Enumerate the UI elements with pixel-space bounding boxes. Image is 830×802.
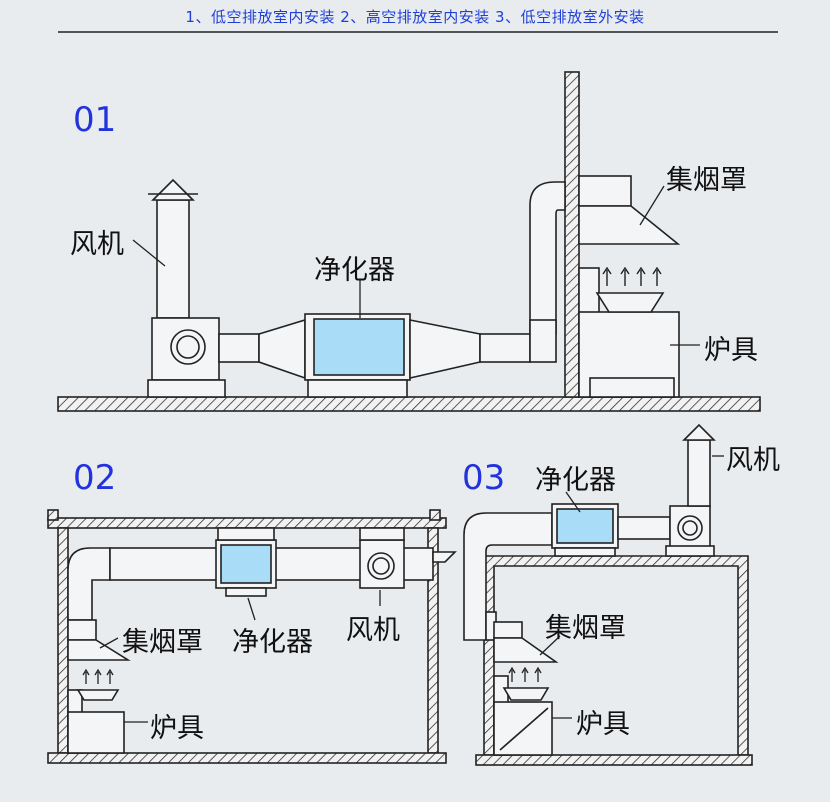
diagram-number-02: 02: [73, 458, 117, 498]
label-purifier-03: 净化器: [535, 465, 616, 496]
label-hood-03: 集烟罩: [545, 613, 626, 644]
fan-02: [359, 539, 405, 589]
hood-03: [493, 621, 523, 639]
diagram-02: [47, 509, 457, 764]
label-hood-01: 集烟罩: [666, 165, 747, 196]
diagram-number-01: 01: [73, 100, 117, 140]
diagram-03: [463, 423, 753, 766]
diagram-01: [57, 71, 761, 412]
label-fan-02: 风机: [346, 615, 400, 646]
wall-01: [564, 71, 580, 398]
fan-base-01: [147, 379, 226, 398]
label-purifier-01: 净化器: [314, 255, 395, 286]
floor-02: [47, 752, 447, 764]
fan-03: [669, 505, 711, 551]
stove-02: [67, 711, 125, 754]
label-purifier-02: 净化器: [232, 627, 313, 658]
wall-left-02: [57, 527, 69, 754]
label-stove-03: 炉具: [576, 709, 630, 740]
hood-01: [578, 175, 632, 207]
diagram-number-03: 03: [462, 458, 506, 498]
ceiling-02: [47, 517, 447, 529]
label-stove-02: 炉具: [150, 713, 204, 744]
label-stove-01: 炉具: [704, 335, 758, 366]
label-fan-03: 风机: [726, 445, 780, 476]
floor-03: [475, 754, 753, 766]
fan-stack-01: [156, 199, 190, 319]
hood-02: [67, 619, 97, 641]
header-title: 1、低空排放室内安装 2、高空排放室内安装 3、低空排放室外安装: [185, 8, 645, 26]
floor-01: [57, 396, 761, 412]
fan-cap-01: [151, 178, 195, 201]
label-hood-02: 集烟罩: [122, 627, 203, 658]
label-fan-01: 风机: [70, 229, 124, 260]
fan-body-01: [151, 317, 220, 381]
